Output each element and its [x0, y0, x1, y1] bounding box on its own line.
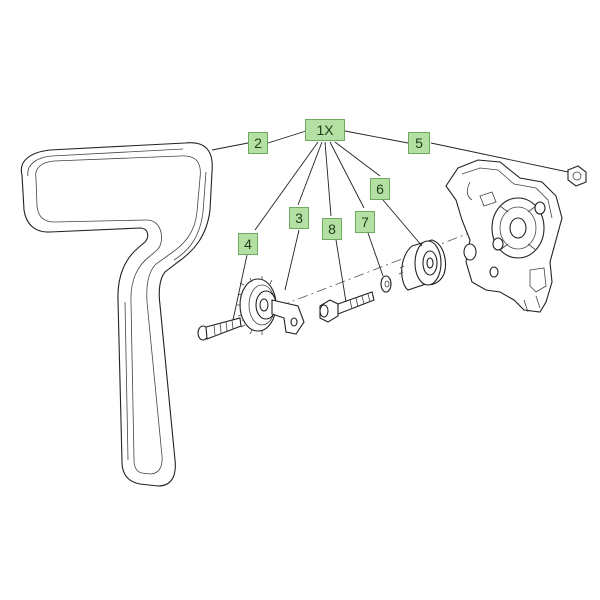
- callout-2: 2: [248, 132, 268, 154]
- guide-pulley: [237, 276, 305, 335]
- nut: [567, 165, 587, 187]
- callout-5: 5: [408, 132, 430, 154]
- callout-1x: 1X: [305, 119, 345, 141]
- callout-3: 3: [289, 207, 309, 229]
- tensioner-roller: [398, 239, 447, 291]
- bolt: [319, 291, 375, 323]
- callout-8: 8: [322, 218, 342, 240]
- callout-6: 6: [370, 178, 390, 200]
- callout-4: 4: [238, 233, 258, 255]
- screw-long: [197, 317, 242, 341]
- engine-bracket: [445, 159, 563, 313]
- timing-belt: [20, 142, 213, 487]
- leader-lines: [211, 130, 569, 321]
- callout-7: 7: [355, 211, 375, 233]
- washer: [380, 275, 392, 293]
